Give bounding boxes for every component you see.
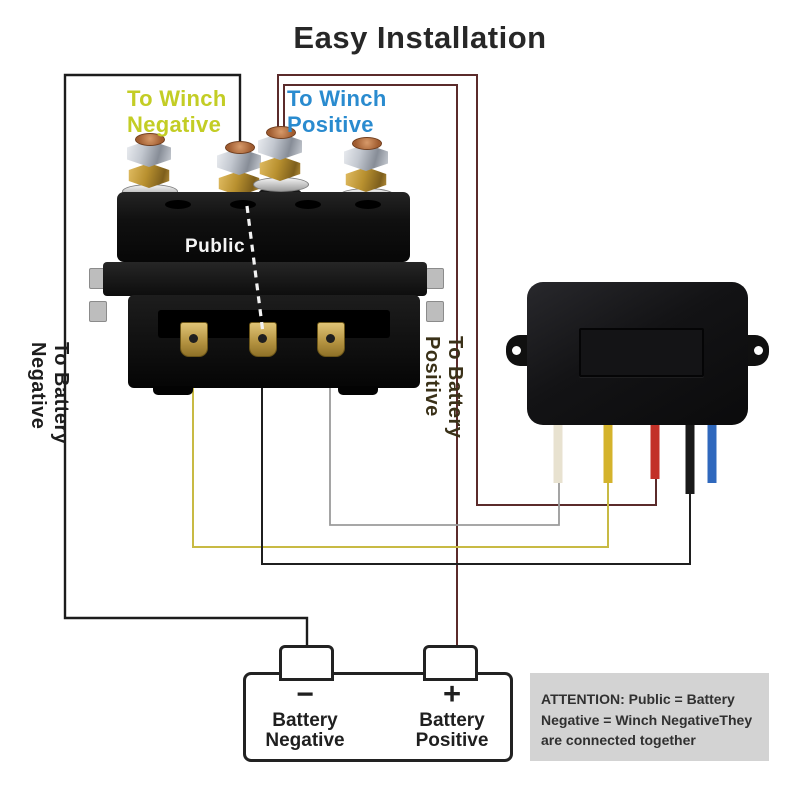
to-winch-negative-label: To Winch Negative xyxy=(127,86,227,137)
top-hole xyxy=(165,200,191,209)
solenoid-flange xyxy=(103,262,427,296)
attention-line: ATTENTION: Public = Battery xyxy=(541,691,735,707)
solenoid-upper-body: Public xyxy=(117,192,410,262)
battery-terminal-positive xyxy=(423,645,478,681)
attention-line: Negative = Winch NegativeThey xyxy=(541,711,753,728)
spade-hole xyxy=(189,334,198,343)
attention-note: ATTENTION: Public = Battery Negative = W… xyxy=(530,673,769,761)
battery-body xyxy=(243,672,513,762)
post-copper-ring xyxy=(135,133,165,146)
receiver-label-recess xyxy=(579,328,704,377)
mounting-ear xyxy=(747,335,769,366)
solenoid-contactor: Public xyxy=(88,120,444,400)
to-battery-positive-label: To Battery Positive xyxy=(421,336,466,439)
spade-terminal-public xyxy=(249,322,277,357)
post-copper-ring xyxy=(225,141,255,154)
solenoid-foot xyxy=(338,386,378,395)
mounting-tab xyxy=(426,268,444,289)
attention-line: are connected together xyxy=(541,732,696,748)
to-winch-positive-label: To Winch Positive xyxy=(287,86,387,137)
top-hole xyxy=(230,200,256,209)
public-label: Public xyxy=(185,236,246,257)
mounting-tab xyxy=(89,301,107,322)
top-hole xyxy=(355,200,381,209)
solenoid-foot xyxy=(153,386,193,395)
minus-symbol: − xyxy=(296,678,314,711)
battery-negative-label: Battery Negative xyxy=(265,710,345,751)
to-battery-negative-label: To Battery Negative xyxy=(27,342,72,445)
mounting-ear xyxy=(506,335,528,366)
post-copper-ring xyxy=(266,126,296,139)
receiver-housing xyxy=(527,282,748,425)
spade-hole xyxy=(258,334,267,343)
receiver-box xyxy=(506,282,769,425)
ear-hole xyxy=(754,346,763,355)
battery-positive-label: Battery Positive xyxy=(415,710,489,751)
plus-symbol: + xyxy=(442,676,462,711)
solenoid-lower-body xyxy=(128,295,420,388)
spade-terminal-gray xyxy=(317,322,345,357)
battery-terminal-negative xyxy=(279,645,334,681)
top-hole xyxy=(295,200,321,209)
page-title: Easy Installation xyxy=(293,20,547,55)
battery: − + Battery Negative Battery Positive xyxy=(243,645,513,765)
mounting-tab xyxy=(426,301,444,322)
spade-terminal-yellow xyxy=(180,322,208,357)
terminal-post-battery-positive xyxy=(253,126,309,204)
post-copper-ring xyxy=(352,137,382,150)
spade-hole xyxy=(326,334,335,343)
ear-hole xyxy=(512,346,521,355)
